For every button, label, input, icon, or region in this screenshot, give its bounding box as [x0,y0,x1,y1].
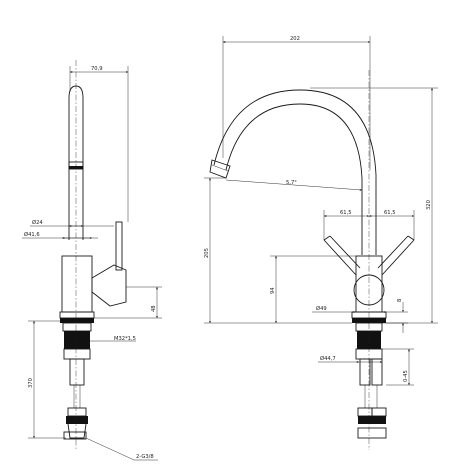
front-spout-tip [209,159,231,179]
dim-below-deck: 370 [28,378,34,388]
dim-thread: M32*1,5 [114,336,136,342]
side-handle [91,264,127,307]
side-hose-fitting [69,358,85,386]
front-left-lever [323,235,331,241]
dim-top-width: 70,9 [91,66,103,72]
dim-nut-dia: Ø44,7 [320,355,336,362]
dim-inlet: 2-G3/8 [136,454,154,460]
side-base-plate [60,318,94,323]
dim-reach: 202 [290,36,300,42]
dim-body-dia: Ø41,6 [24,231,40,238]
dim-base-dia: Ø49 [316,305,327,312]
front-spout-inner [225,103,363,255]
front-right-lever [407,235,415,241]
side-lever [115,221,123,271]
dim-handle-h: 48 [151,305,157,312]
dim-spout-height: 205 [204,248,210,258]
dim-gap: 8 [397,299,403,302]
dim-angle: 5,7° [286,180,297,186]
front-view: 202 320 205 5,7° 61,5 61,5 94 Ø49 [204,36,438,450]
front-inlet-connectors [372,416,386,424]
front-spout-outer [213,89,377,255]
dim-right-handle: 61,5 [384,210,396,216]
side-view: 70,9 Ø24 Ø41,6 48 M32*1,5 370 2-G3/8 [22,60,162,461]
dim-pipe-dia: Ø24 [32,219,43,226]
side-threaded-shank [64,331,90,349]
front-hose-fittings [371,358,383,386]
side-inlet-connector [66,416,88,424]
dim-height: 320 [426,200,432,210]
dim-body-height: 94 [270,287,276,294]
dim-left-handle: 61,5 [340,210,352,216]
side-body [61,255,93,313]
dim-max-deck: 0-45 [403,370,409,382]
